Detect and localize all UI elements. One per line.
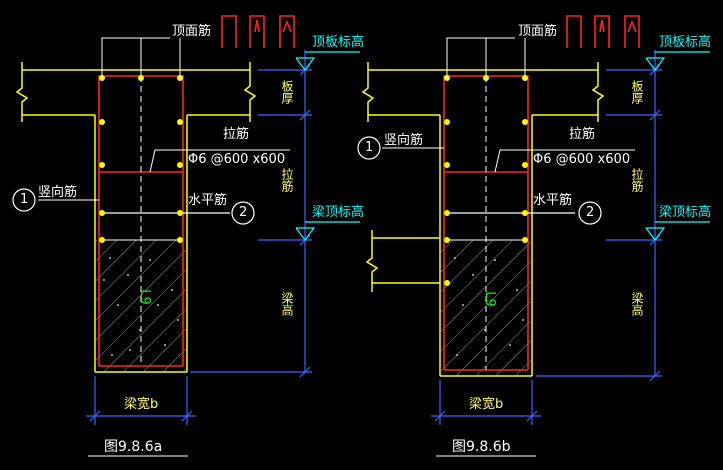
label-vertical-bar-b: 竖向筋 bbox=[384, 133, 424, 148]
label-beam-name-a: L9 bbox=[136, 289, 152, 305]
label-beam-width-a: 梁宽b bbox=[124, 397, 159, 412]
label-slab-thickness-b: 板厚 bbox=[630, 80, 644, 104]
label-slab-level-b: 顶板标高 bbox=[659, 35, 712, 50]
label-mark-1-a: 1 bbox=[20, 192, 29, 207]
label-beam-level-b: 梁顶标高 bbox=[659, 205, 712, 220]
leaders-a bbox=[38, 37, 290, 201]
mark-1-circle-a bbox=[12, 188, 36, 212]
label-beam-height-a: 梁高 bbox=[280, 292, 294, 316]
top-bar-symbol-a bbox=[221, 15, 295, 48]
label-beam-name-b: L9 bbox=[481, 291, 497, 307]
caption-a: 图9.8.6a bbox=[104, 439, 163, 455]
beam-aggregate-b bbox=[454, 257, 524, 356]
label-slab-level-a: 顶板标高 bbox=[312, 35, 365, 50]
beam-aggregate-a bbox=[103, 257, 179, 356]
level-marks-a bbox=[295, 51, 360, 241]
label-mark-2-b: 2 bbox=[586, 205, 595, 220]
label-mark-1-b: 1 bbox=[365, 140, 374, 155]
label-mark-2-a: 2 bbox=[239, 205, 248, 220]
mark-1-circle-b bbox=[357, 136, 381, 160]
dimension-bottom-a bbox=[86, 376, 196, 425]
label-top-bar-b: 顶面筋 bbox=[518, 24, 558, 39]
label-tie-spec-b: Φ6 @600 x600 bbox=[533, 152, 631, 167]
mark-2-circle-b bbox=[578, 201, 602, 225]
figure-b bbox=[357, 15, 710, 457]
level-marks-b bbox=[645, 51, 710, 241]
mark-2-circle-a bbox=[231, 201, 255, 225]
label-inner-bar-b: 拉筋 bbox=[630, 168, 644, 192]
dimension-right-a bbox=[190, 50, 312, 378]
leaders-b bbox=[382, 37, 635, 173]
rebar-dots-b bbox=[444, 75, 528, 286]
label-beam-level-a: 梁顶标高 bbox=[312, 205, 365, 220]
label-top-bar-a: 顶面筋 bbox=[172, 24, 212, 39]
caption-b: 图9.8.6b bbox=[452, 439, 511, 455]
label-tie-bar-a: 拉筋 bbox=[223, 127, 250, 142]
label-beam-height-b: 梁高 bbox=[630, 292, 644, 316]
label-horizontal-bar-b: 水平筋 bbox=[533, 193, 573, 208]
label-inner-bar-a: 拉筋 bbox=[280, 168, 294, 192]
label-slab-thickness-a: 板厚 bbox=[280, 80, 294, 104]
label-horizontal-bar-a: 水平筋 bbox=[188, 193, 228, 208]
label-tie-bar-b: 拉筋 bbox=[569, 127, 596, 142]
figure-a bbox=[12, 15, 360, 457]
top-bar-symbol-b bbox=[566, 15, 640, 48]
dimension-right-b bbox=[536, 50, 662, 382]
label-vertical-bar-a: 竖向筋 bbox=[38, 185, 78, 200]
dimension-bottom-b bbox=[431, 380, 541, 425]
label-tie-spec-a: Φ6 @600 x600 bbox=[188, 152, 286, 167]
label-beam-width-b: 梁宽b bbox=[469, 397, 504, 412]
